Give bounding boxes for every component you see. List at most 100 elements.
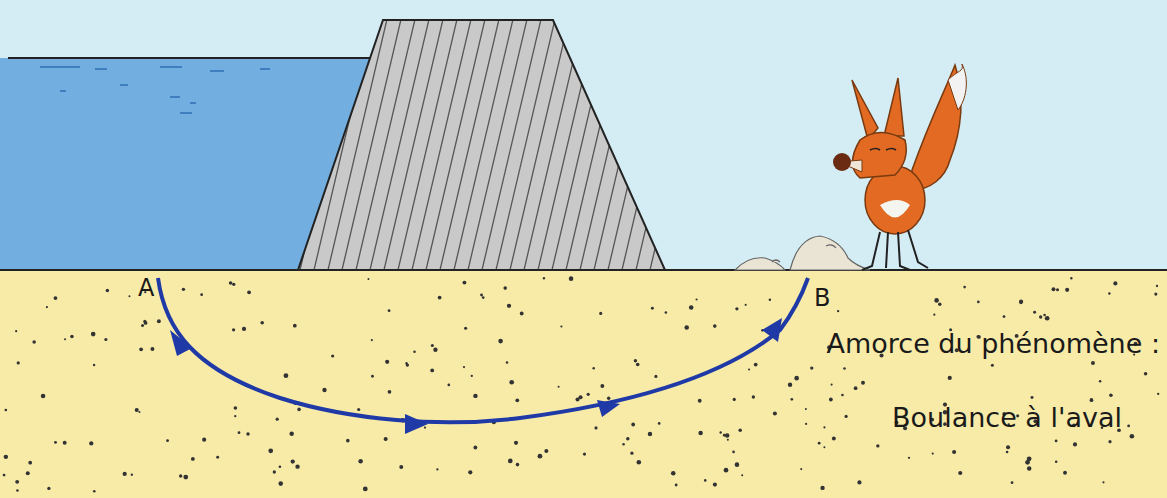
sand-dot: [1108, 292, 1111, 295]
hatch-line: [622, 15, 682, 270]
sand-dot: [1073, 442, 1077, 446]
sand-dot: [1019, 300, 1023, 304]
hatch-line: [608, 15, 668, 270]
sand-dot: [963, 286, 966, 289]
sand-dot: [322, 388, 326, 392]
sand-dot: [938, 303, 941, 306]
sand-dot: [64, 338, 66, 340]
sand-dot: [1027, 466, 1031, 470]
sand-dot: [1003, 315, 1006, 318]
sand-dot: [1055, 439, 1058, 442]
sand-dot: [482, 296, 485, 299]
sand-dot: [232, 283, 235, 286]
sand-dot: [468, 470, 472, 474]
sand-dot: [384, 437, 388, 441]
sand-dot: [769, 299, 771, 301]
sand-dot: [841, 394, 844, 397]
sand-dot: [948, 376, 952, 380]
sand-dot: [843, 367, 846, 370]
sand-dot: [752, 395, 755, 398]
sand-ground: [0, 270, 1167, 498]
sand-dot: [1052, 287, 1056, 291]
sand-dot: [876, 444, 879, 447]
sand-dot: [1056, 288, 1059, 291]
sand-dot: [773, 411, 777, 415]
sand-dot: [810, 366, 813, 369]
sand-dot: [3, 474, 6, 477]
sand-dot: [626, 437, 629, 440]
sand-dot: [91, 332, 96, 337]
sand-dot: [800, 468, 802, 470]
sand-dot: [433, 348, 437, 352]
sand-boil-mounds: [735, 236, 870, 270]
sand-dot: [713, 482, 717, 486]
sand-dot: [933, 314, 935, 316]
sand-dot: [583, 453, 586, 456]
sand-dot: [279, 465, 282, 468]
sand-dot: [665, 311, 668, 314]
sand-dot: [16, 489, 19, 492]
sand-dot: [735, 462, 740, 467]
water-surface: [8, 57, 370, 59]
sand-dot: [179, 474, 182, 477]
sand-dot: [594, 426, 597, 429]
sand-dot: [367, 278, 369, 280]
sand-dot: [1156, 285, 1158, 287]
sand-dot: [818, 442, 821, 445]
sand-dot: [462, 281, 466, 285]
sand-dot: [1099, 380, 1102, 383]
sand-dot: [498, 339, 503, 344]
sand-dot: [738, 429, 742, 433]
sand-dot: [1113, 281, 1117, 285]
sand-dot: [1144, 372, 1148, 376]
sand-dot: [234, 415, 236, 417]
sand-dot: [357, 408, 360, 411]
sand-dot: [128, 295, 130, 297]
sand-dot: [273, 470, 276, 473]
hatch-line: [636, 15, 696, 270]
sand-dot: [1063, 471, 1067, 475]
sand-dot: [47, 487, 50, 490]
sand-dot: [138, 411, 140, 413]
sand-dot: [857, 480, 861, 484]
sand-dot: [634, 359, 637, 362]
sand-dot: [405, 362, 407, 364]
annotation-text: Boulance à l'aval: [892, 404, 1122, 431]
sand-dot: [183, 475, 188, 480]
sand-dot: [234, 406, 238, 410]
sand-dot: [600, 384, 604, 388]
sand-dot: [599, 312, 602, 315]
sand-dot: [1157, 393, 1159, 395]
sand-dot: [698, 399, 702, 403]
sand-texture: [3, 276, 1160, 492]
sand-dot: [735, 307, 738, 310]
sand-dot: [157, 319, 161, 323]
sand-dot: [1070, 277, 1072, 279]
sand-dot: [516, 463, 520, 467]
sand-dot: [698, 431, 703, 436]
sand-dot: [413, 350, 416, 353]
sand-dot: [385, 360, 389, 364]
sand-dot: [713, 324, 717, 328]
sand-dot: [54, 296, 58, 300]
sand-dot: [200, 293, 203, 296]
sand-dot: [908, 457, 910, 459]
sand-dot: [719, 431, 721, 433]
sand-dot: [93, 364, 95, 366]
sand-dot: [438, 296, 442, 300]
sand-dot: [1043, 314, 1046, 317]
sand-dot: [1006, 451, 1009, 454]
sand-dot: [431, 344, 434, 347]
sand-dot: [232, 328, 235, 331]
sand-dot: [471, 375, 473, 377]
sand-dot: [5, 409, 8, 412]
sand-dot: [1108, 440, 1111, 443]
sand-dot: [238, 431, 241, 434]
sand-dot: [820, 486, 824, 490]
sand-dot: [371, 375, 374, 378]
annotation-text: Amorce du phénomène :: [827, 330, 1160, 357]
sand-dot: [436, 468, 438, 470]
sand-dot: [26, 471, 30, 475]
sand-dot: [794, 376, 799, 381]
sand-dot: [1102, 481, 1104, 483]
